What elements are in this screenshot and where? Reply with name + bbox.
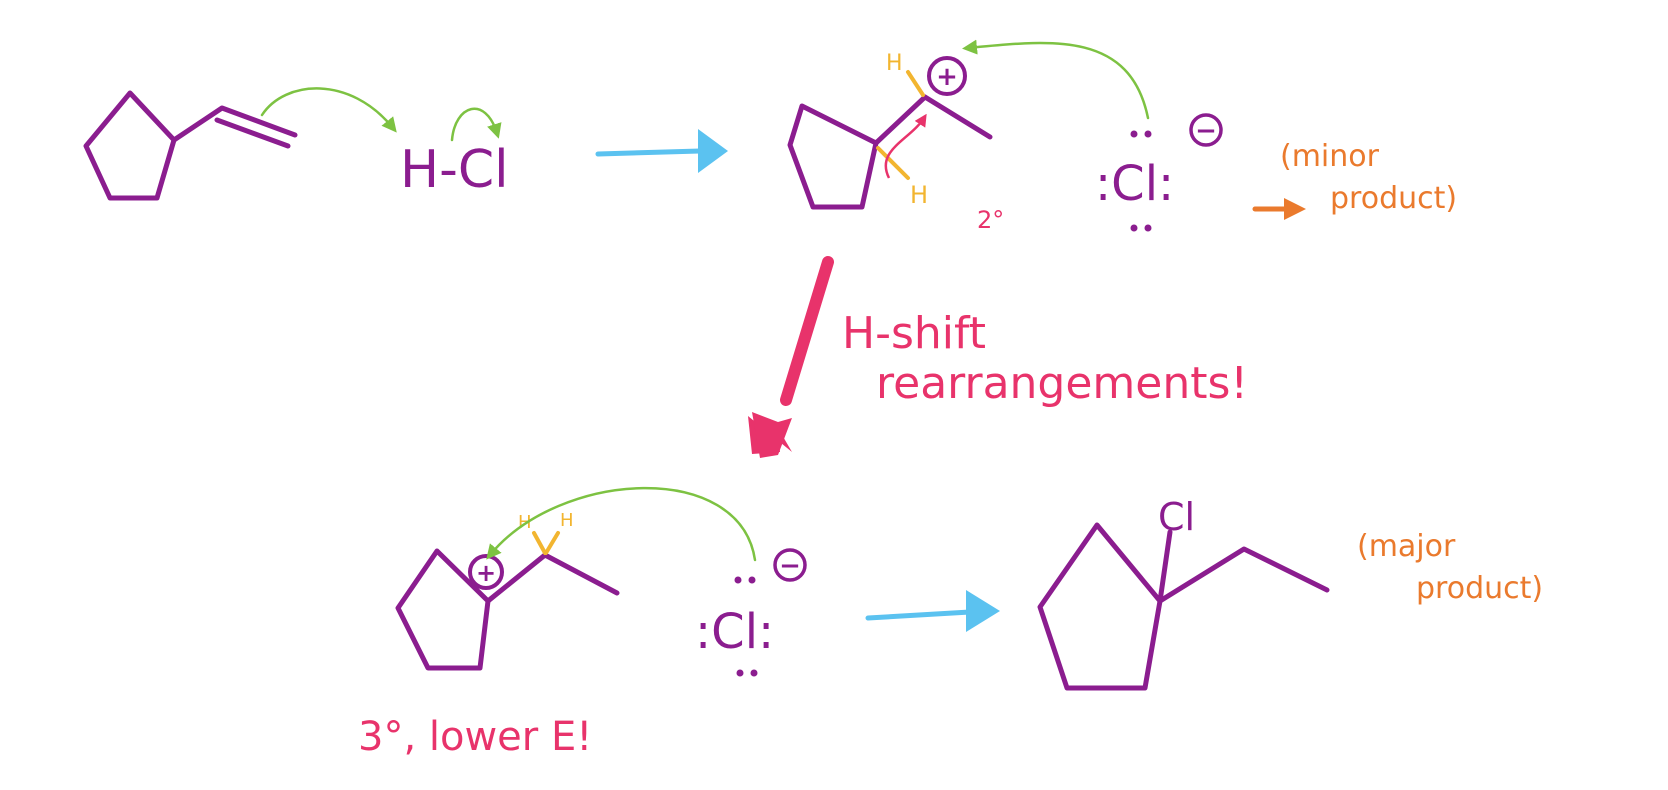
hydride-shift-arrow bbox=[884, 113, 927, 179]
chloride-symbol: :Cl: bbox=[1095, 156, 1174, 212]
negative-charge: − bbox=[1195, 116, 1217, 146]
positive-charge-circle bbox=[927, 56, 967, 96]
bond-cleavage-arrow bbox=[450, 107, 502, 142]
h-label-top: H bbox=[886, 51, 903, 76]
cyclopentane-ring bbox=[787, 103, 879, 210]
h-label-bottom: H bbox=[910, 181, 928, 209]
cyclopentane-ring bbox=[1037, 522, 1163, 691]
minor-label-line2: product) bbox=[1330, 181, 1457, 216]
chloride-symbol: :Cl: bbox=[695, 604, 774, 660]
positive-charge: + bbox=[476, 559, 496, 587]
reaction-arrow-1 bbox=[595, 129, 728, 173]
major-label-line2: product) bbox=[1416, 571, 1543, 606]
side-chain bbox=[873, 94, 993, 146]
product-cl-label: Cl bbox=[1158, 495, 1195, 539]
chloride-attack-arrow-top bbox=[962, 39, 1150, 120]
chloride-ion-bottom: :Cl: − bbox=[695, 548, 807, 677]
hydride-shift-arrow-big bbox=[748, 256, 834, 458]
ethyl-chain bbox=[1157, 546, 1330, 604]
negative-charge-circle bbox=[773, 548, 807, 582]
pi-bond-attack-arrow bbox=[260, 87, 397, 133]
minor-label-line1: (minor bbox=[1280, 139, 1380, 174]
cyclopentane-ring bbox=[395, 548, 491, 671]
double-bond-line bbox=[214, 117, 291, 149]
c-cl-bond bbox=[1157, 529, 1173, 604]
chloride-ion-top: :Cl: − bbox=[1095, 113, 1223, 232]
hcl-formula: H-Cl bbox=[400, 140, 509, 200]
h-bond-top bbox=[906, 70, 925, 97]
negative-charge: − bbox=[779, 551, 801, 581]
major-product-structure: Cl bbox=[1037, 495, 1330, 691]
shift-label-line2: rearrangements! bbox=[876, 358, 1248, 409]
tertiary-note: 3°, lower E! bbox=[358, 714, 592, 760]
vinylcyclopentane bbox=[83, 90, 298, 201]
minor-product-arrow bbox=[1252, 198, 1306, 220]
secondary-carbocation: H H + 2° bbox=[787, 51, 1004, 234]
shift-label-line1: H-shift bbox=[842, 308, 986, 359]
negative-charge-circle bbox=[1189, 113, 1223, 147]
h-label-right: H bbox=[560, 510, 574, 531]
side-chain bbox=[485, 552, 620, 604]
degree-label: 2° bbox=[977, 206, 1004, 234]
cyclopentane-ring bbox=[83, 90, 177, 201]
positive-charge-circle bbox=[468, 554, 504, 590]
tertiary-carbocation: H H + bbox=[395, 510, 620, 671]
chloride-attack-arrow-bottom bbox=[486, 486, 757, 562]
h-bond-right bbox=[544, 531, 560, 555]
vinyl-chain bbox=[171, 105, 298, 143]
reaction-arrow-2 bbox=[865, 590, 1000, 632]
positive-charge: + bbox=[936, 62, 958, 92]
h-bond-left bbox=[532, 531, 547, 555]
major-label-line1: (major bbox=[1357, 529, 1456, 564]
h-bond-bottom bbox=[876, 146, 910, 180]
